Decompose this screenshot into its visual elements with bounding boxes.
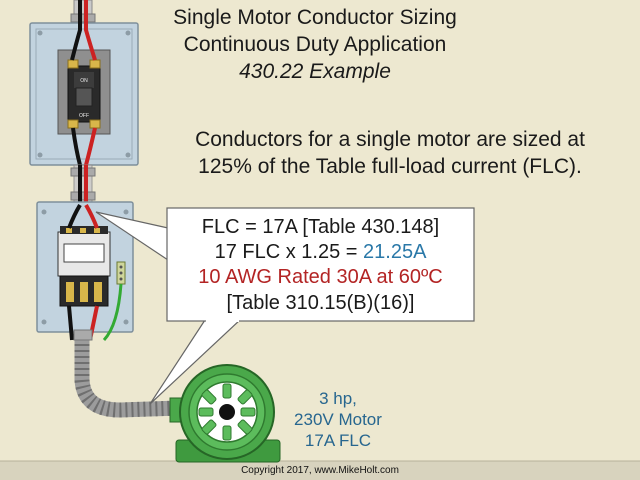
breaker-panel [29, 22, 139, 166]
callout-box [166, 207, 475, 322]
callout-calc-result: 21.25A [363, 241, 427, 263]
flexible-conduit [74, 332, 181, 418]
description-line-1: Conductors for a single motor are sized … [195, 128, 585, 151]
callout-table-reference: [Table 310.15(B)(16)] [226, 292, 415, 314]
motor-label-voltage: 230V Motor [294, 410, 382, 429]
motor-controller-box [36, 201, 134, 333]
motor-label-flc: 17A FLC [304, 431, 372, 450]
callout-flc-line: FLC = 17A [Table 430.148] [201, 216, 440, 238]
panel-black-wire-in [70, 0, 82, 61]
description-line-2: 125% of the Table full-load current (FLC… [198, 155, 582, 178]
motor [169, 364, 281, 463]
callout-text: FLC = 17A [Table 430.148] 17 FLC x 1.25 … [167, 208, 474, 321]
floor [0, 461, 640, 480]
starter-ground-wire [102, 283, 123, 342]
flexible-conduit-ridges [74, 332, 181, 418]
title-line-1: Single Motor Conductor Sizing [173, 6, 457, 29]
callout-calc-line: 17 FLC x 1.25 = 21.25A [167, 241, 474, 264]
starter-black-wire [67, 203, 82, 341]
top-conduit-fitting [70, 13, 96, 23]
motor-label-hp: 3 hp, [319, 389, 357, 408]
callout-conductor-rating: 10 AWG Rated 30A at 60ºC [198, 266, 443, 288]
title-line-2: Continuous Duty Application [183, 33, 447, 56]
title-line-3: 430.22 Example [239, 60, 391, 83]
breaker-on-label: ON [80, 78, 88, 84]
copyright-notice: Copyright 2017, www.MikeHolt.com [241, 465, 399, 476]
breaker-off-label: OFF [79, 113, 89, 119]
callout-calc-prefix: 17 FLC x 1.25 = [214, 241, 364, 263]
panel-red-wire-in [84, 0, 97, 61]
